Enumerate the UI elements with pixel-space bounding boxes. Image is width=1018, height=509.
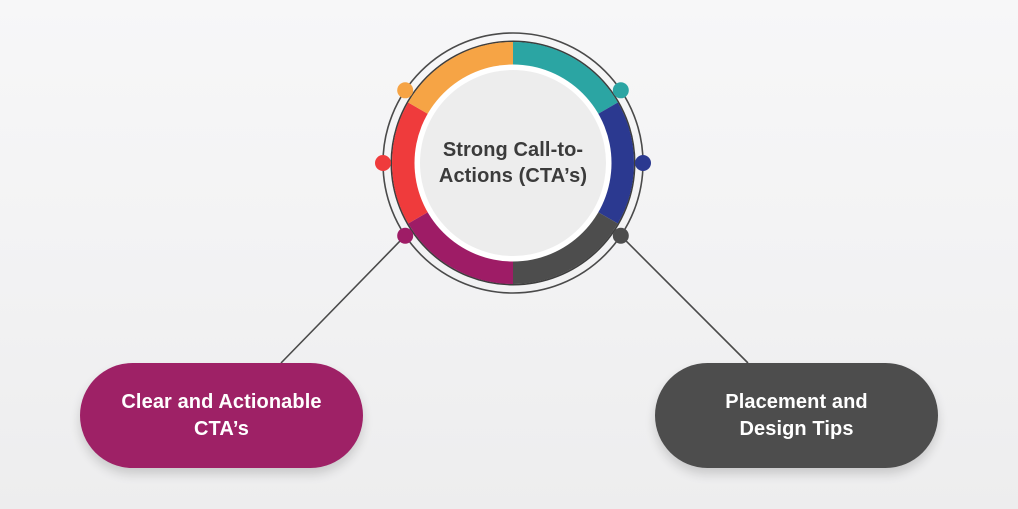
connector-line-left [280, 235, 406, 364]
ring-segment-indigo [597, 102, 634, 224]
ring-segment-dark-gray [512, 211, 618, 284]
ring-segment-teal [512, 42, 618, 115]
center-circle [420, 70, 606, 256]
node-placement-design-tips: Placement and Design Tips [655, 363, 938, 468]
node-label-left: Clear and Actionable CTA’s [121, 390, 322, 440]
teal-dot [612, 82, 629, 99]
ring-segment-magenta [408, 211, 514, 284]
ring-outer-edge [390, 40, 636, 286]
ring-segment-red [392, 102, 429, 224]
node-label-right: Placement and Design Tips [725, 390, 868, 440]
node-clear-actionable-ctas: Clear and Actionable CTA’s [80, 363, 363, 468]
magenta-dot [397, 227, 414, 244]
connector-line-right [620, 235, 749, 364]
ring-segment-orange [408, 42, 514, 115]
gray-dot [612, 227, 629, 244]
orange-dot [397, 82, 414, 99]
indigo-dot [635, 155, 651, 171]
center-node-label: Strong Call-to-Actions (CTA’s) [438, 139, 588, 187]
red-dot [375, 155, 391, 171]
